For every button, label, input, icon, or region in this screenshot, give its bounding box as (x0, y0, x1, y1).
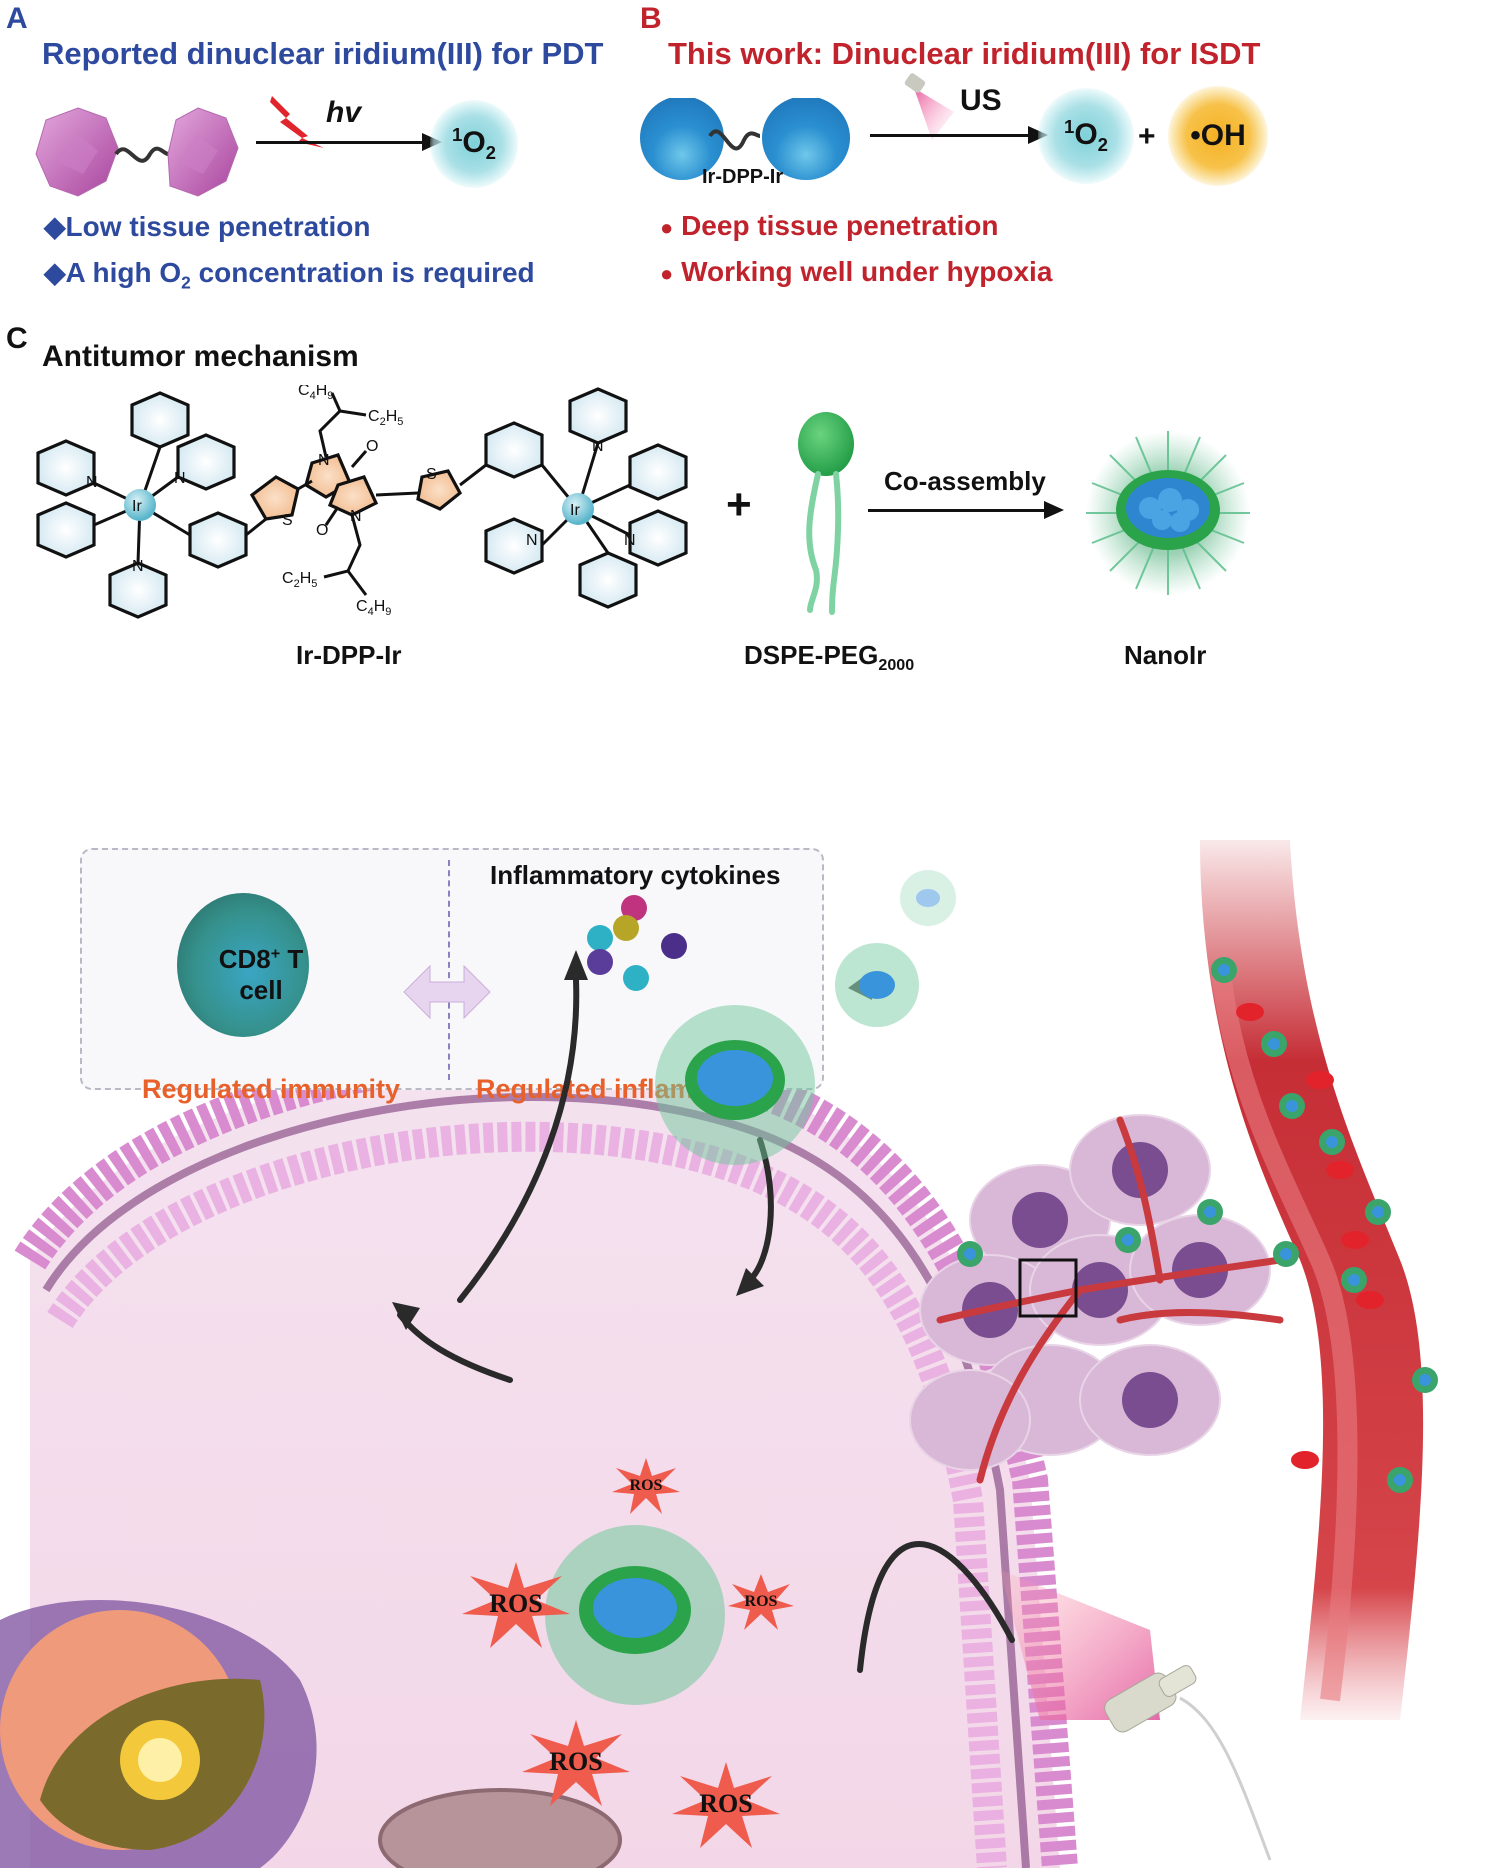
co-assembly-arrow (868, 509, 1046, 512)
ros-burst-icon (728, 1574, 794, 1630)
plus-sign-c: + (726, 480, 752, 529)
panel-a-bullet-2: ◆A high O2 concentration is required (44, 257, 535, 293)
hv-label: hv (326, 96, 362, 129)
n-atom: N (624, 532, 636, 549)
n-atom: N (318, 452, 330, 469)
c4h9-label-top: C4H9 (298, 385, 333, 402)
panel-c-title: Antitumor mechanism (42, 340, 359, 373)
singlet-oxygen-badge: 1O2 (430, 100, 518, 188)
ros-label: ROS (549, 1747, 603, 1776)
ros-burst-icon (672, 1762, 780, 1848)
c4h9-label-bottom: C4H9 (356, 598, 391, 618)
cd8-t-cell-label: CD8+ T cell (218, 944, 304, 1005)
c2h5-label-bottom: C2H5 (282, 570, 317, 590)
ros-label: ROS (699, 1789, 753, 1818)
lipid-name: DSPE-PEG2000 (744, 640, 915, 675)
n-atom: N (592, 438, 604, 455)
nanoir-micelle-icon (1086, 431, 1250, 595)
molecule-label: Ir-DPP-Ir (702, 166, 784, 188)
n-atom: N (86, 474, 98, 491)
n-atom: N (132, 558, 144, 575)
reaction-arrow (256, 141, 424, 144)
ros-burst-icon (612, 1458, 680, 1514)
panel-a-letter: A (6, 2, 28, 35)
ultrasound-probe-icon (904, 73, 954, 140)
cd8-t-cell-icon (177, 893, 309, 1037)
cytokines-icon (587, 895, 687, 991)
n-atom: N (174, 470, 186, 487)
ros-burst-icon (522, 1720, 630, 1806)
n-atom: N (526, 532, 538, 549)
c2h5-label-top: C2H5 (368, 408, 403, 428)
hydroxyl-radical-badge: •OH (1168, 86, 1268, 186)
tumor-cell-illustration (0, 1039, 1272, 1868)
dot-bullet-icon: ● (660, 261, 674, 286)
us-label: US (960, 84, 1002, 117)
regulated-immunity-label: Regulated immunity (142, 1074, 401, 1104)
ir-dpp-ir-dimer-icon (640, 98, 850, 180)
singlet-oxygen-badge-b: 1O2 (1038, 88, 1134, 184)
panel-a-title: Reported dinuclear iridium(III) for PDT (42, 36, 604, 71)
double-arrow-icon (403, 964, 491, 1020)
inflammatory-cytokines-title: Inflammatory cytokines (490, 860, 781, 890)
s-atom: S (426, 466, 437, 483)
blood-vessel-tumor-illustration (909, 840, 1438, 1720)
dot-bullet-icon: ● (660, 215, 674, 240)
dspe-peg-lipid-icon (798, 412, 854, 615)
ros-label: ROS (744, 1593, 778, 1610)
panel-b-bullet-1: ● Deep tissue penetration (660, 210, 999, 241)
panel-b-bullet-2: ● Working well under hypoxia (660, 256, 1053, 287)
dinuclear-iridium-pdt-icon (35, 107, 239, 197)
co-assembly-arrow-head (1044, 501, 1064, 519)
structure-name: Ir-DPP-Ir (296, 640, 402, 670)
ros-label: ROS (629, 1477, 663, 1494)
diamond-bullet-icon: ◆ (44, 211, 66, 242)
panel-a-bullet-1: ◆Low tissue penetration (44, 211, 371, 242)
o-atom: O (366, 438, 378, 455)
nanoir-particle-faded (900, 870, 956, 926)
ir-dpp-ir-structure: Ir Ir N N N N N N N N S S O O C4H9 C2H5 … (36, 385, 688, 619)
ros-burst-icon (462, 1562, 570, 1648)
o-atom: O (316, 522, 328, 539)
plus-sign-b: + (1138, 120, 1156, 153)
ir-atom-right: Ir (570, 502, 580, 519)
zoom-region-box (1018, 1258, 1078, 1318)
box-divider (448, 860, 450, 1080)
nanoir-label: NanoIr (1124, 640, 1207, 670)
light-bolt-icon (270, 96, 324, 148)
panel-b-title: This work: Dinuclear iridium(III) for IS… (668, 36, 1261, 71)
ir-atom-left: Ir (132, 498, 142, 515)
nanoir-particle-membrane (655, 1005, 815, 1165)
reaction-arrow-b (870, 134, 1030, 137)
diamond-bullet-icon: ◆ (44, 257, 66, 288)
nanoir-particle-cytoplasm (545, 1525, 725, 1705)
n-atom: N (350, 508, 362, 525)
panel-c-letter: C (6, 322, 28, 355)
panel-b-letter: B (640, 2, 662, 35)
ros-label: ROS (489, 1589, 543, 1618)
nanoir-particle-small (835, 943, 919, 1027)
co-assembly-label: Co-assembly (884, 466, 1046, 496)
s-atom: S (282, 512, 293, 529)
